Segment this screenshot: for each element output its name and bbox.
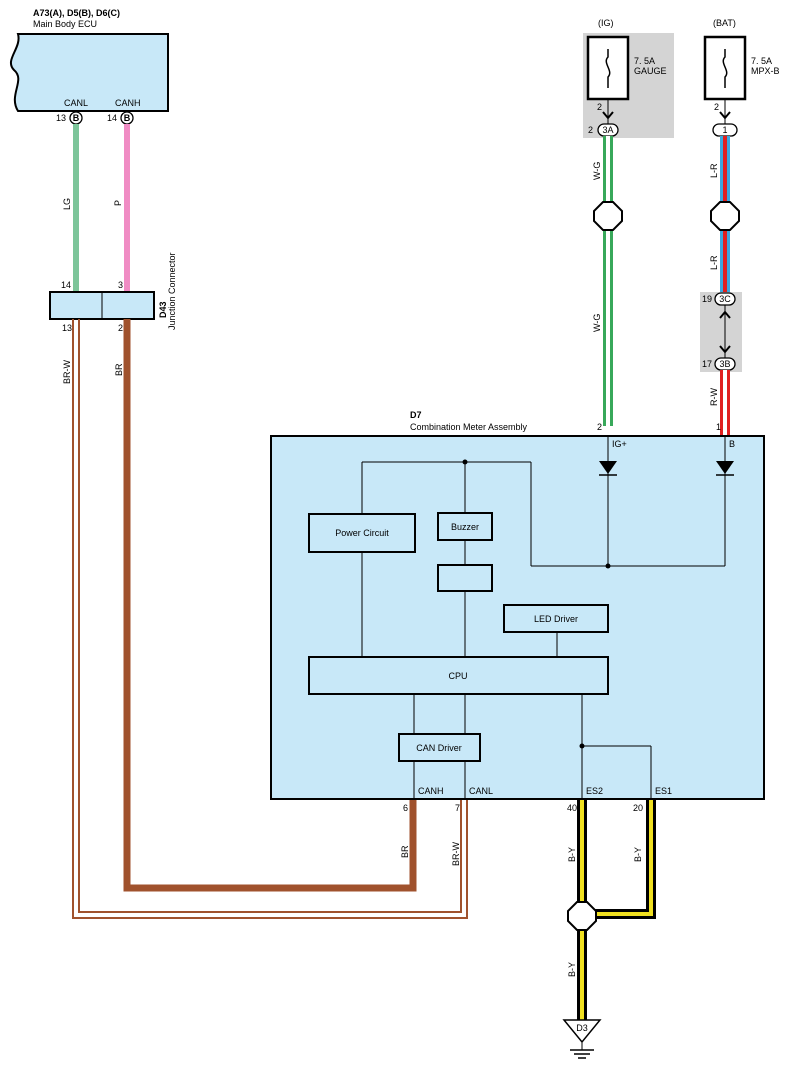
meter-pin-40-num: 40 [567,803,577,813]
can-driver-label: CAN Driver [416,743,462,753]
bat-connector-3c: 3C [714,292,736,306]
buzzer-driver-block [437,564,493,592]
diode-ig [599,461,617,476]
ecu-pin-canh-label: CANH [115,98,141,108]
ecu-pin-13-num: 13 [56,113,66,123]
fuse-ig-symbol [605,49,611,88]
bat-conn-17: 17 [702,359,712,369]
junction-pin-14: 14 [61,280,71,290]
svg-text:3B: 3B [719,359,730,369]
wire-r-w-label: R-W [709,388,719,406]
svg-text:B: B [124,113,131,123]
buzzer-label: Buzzer [451,522,479,532]
fuse-bat-pin: 2 [714,102,719,112]
splice-ground [567,901,597,931]
junction-dot-top [462,459,468,465]
fuse-ig-source: (IG) [598,18,614,28]
svg-text:B: B [73,113,80,123]
wire-w-g-label-bottom: W-G [592,314,602,332]
meter-code: D7 [410,410,422,420]
diode-b [716,461,734,476]
ecu-pin-canl-label: CANL [64,98,88,108]
power-circuit-block [308,513,416,553]
splice-ig [593,201,623,231]
wire-p [124,124,130,292]
ecu-connector-b-canh: B [120,111,134,125]
fuse-bat-name: MPX-B [751,66,780,76]
fuse-bat-symbol [722,49,728,88]
meter-pin-es2-label: ES2 [586,786,603,796]
junction-pin-3: 3 [118,280,123,290]
junction-dot-ground [579,743,585,749]
wire-br [123,319,417,892]
led-driver-label: LED Driver [534,614,578,624]
wire-br-w [72,319,468,919]
fuse-ig-pin: 2 [597,102,602,112]
led-driver-block [503,604,609,633]
ig-connector-3a: 3A [597,123,619,137]
splice-bat [710,201,740,231]
bat-conn-19: 19 [702,294,712,304]
wire-b-y-label-bottom: B-Y [567,962,577,977]
wire-lg-label: LG [62,198,72,210]
fuse-bat-rating: 7. 5A [751,56,772,66]
meter-name: Combination Meter Assembly [410,422,528,432]
meter-pin-1-num: 1 [716,422,721,432]
wire-w-g [603,136,613,426]
meter-pin-ig-label: IG+ [612,439,627,449]
wire-b-y-label-right: B-Y [633,847,643,862]
meter-pin-es1-label: ES1 [655,786,672,796]
meter-pin-20-num: 20 [633,803,643,813]
ecu-pin-14-num: 14 [107,113,117,123]
junction-code: D43 [158,301,168,318]
buzzer-block [437,512,493,541]
cpu-block [308,656,609,695]
cpu-label: CPU [448,671,467,681]
can-driver-block [398,733,481,762]
meter-pin-canl-label: CANL [469,786,493,796]
wire-l-r-label-top: L-R [709,163,719,178]
ground-d3: D3 [562,1019,602,1059]
ecu-codes: A73(A), D5(B), D6(C) [33,8,120,18]
junction-pin-13: 13 [62,323,72,333]
ecu-name: Main Body ECU [33,19,97,29]
junction-name: Junction Connector [167,252,177,330]
meter-pin-2-num: 2 [597,422,602,432]
wire-p-label: P [113,200,123,206]
fuse-bat-source: (BAT) [713,18,736,28]
svg-text:3A: 3A [602,125,613,135]
power-circuit-label: Power Circuit [335,528,389,538]
wire-w-g-label-top: W-G [592,162,602,180]
wire-br-w-label-bottom: BR-W [451,842,461,866]
svg-text:3C: 3C [719,294,731,304]
ecu-box [9,33,169,112]
meter-pin-b-label: B [729,439,735,449]
wire-br-label-bottom: BR [400,845,410,858]
meter-pin-6-num: 6 [403,803,408,813]
wire-lg [73,124,79,292]
junction-dot-ig [605,563,611,569]
meter-pin-canh-label: CANH [418,786,444,796]
wire-b-y-label-left: B-Y [567,847,577,862]
junction-pin-2: 2 [118,323,123,333]
fuse-ig-rating: 7. 5A [634,56,655,66]
wire-br-label-left: BR [114,363,124,376]
svg-text:D3: D3 [576,1023,588,1033]
ig-conn-num: 2 [588,125,593,135]
wire-l-r-label-bottom: L-R [709,255,719,270]
wire-r-w [720,370,730,436]
ecu-connector-b-canl: B [69,111,83,125]
svg-text:1: 1 [722,125,727,135]
wire-br-w-label-left: BR-W [62,360,72,384]
meter-pin-7-num: 7 [455,803,460,813]
meter-internal-lines [361,436,726,799]
bat-connector-1: 1 [712,123,738,137]
fuse-ig-name: GAUGE [634,66,667,76]
bat-connector-3b: 3B [714,357,736,371]
